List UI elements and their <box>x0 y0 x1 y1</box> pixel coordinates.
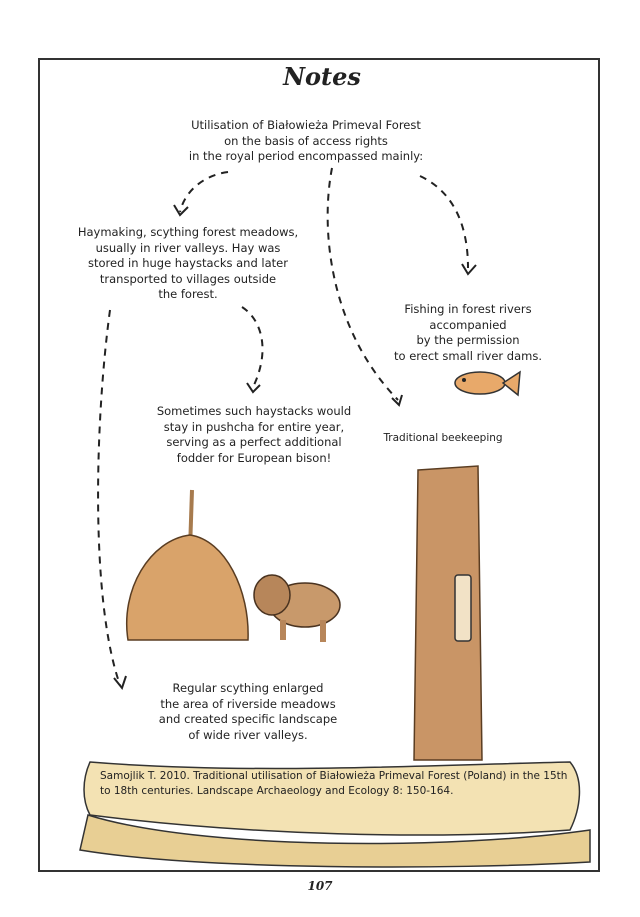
arrow-to-beekeeping <box>326 167 399 401</box>
haymaking-line: stored in huge haystacks and later <box>88 256 288 270</box>
haystacks-line: serving as a perfect additional <box>166 435 342 449</box>
haystacks-line: stay in pushcha for entire year, <box>163 419 345 434</box>
arrow-to-haymaking <box>179 171 229 213</box>
haymaking-line: transported to villages outside <box>99 271 277 286</box>
citation: Samojlik T. 2010. Traditional utilisatio… <box>100 770 568 797</box>
haymaking-text: Haymaking, scything forest meadows, usua… <box>78 225 298 303</box>
haystack-illustration <box>126 489 249 641</box>
beekeeping-label: Traditional beekeeping <box>383 432 503 444</box>
scything-line: and created specific landscape <box>158 712 338 726</box>
intro-text: Utilisation of Białowieża Primeval Fores… <box>189 118 423 165</box>
fishing-text: Fishing in forest rivers accompanied by … <box>394 302 542 364</box>
fishing-line: by the permission <box>416 333 520 347</box>
arrow-to-fishing <box>419 175 469 269</box>
intro-line: on the basis of access rights <box>224 133 388 148</box>
haystacks-text: Sometimes such haystacks would stay in p… <box>157 404 351 466</box>
fishing-line: accompanied <box>429 317 507 332</box>
arrow-to-scything <box>97 309 121 686</box>
intro-line: in the royal period encompassed mainly: <box>188 149 424 163</box>
haymaking-line: usually in river valleys. Hay was <box>95 240 281 255</box>
scything-text: Regular scything enlarged the area of ri… <box>159 681 337 743</box>
fishing-line: Fishing in forest rivers <box>404 302 532 316</box>
scything-line: of wide river valleys. <box>188 727 308 742</box>
page-title: Notes <box>283 62 361 91</box>
haymaking-line: Haymaking, scything forest meadows, <box>77 225 299 239</box>
scything-line: Regular scything enlarged <box>172 681 324 695</box>
scything-line: the area of riverside meadows <box>160 696 336 711</box>
page-number: 107 <box>307 879 333 893</box>
haystacks-line: fodder for European bison! <box>176 450 332 465</box>
page-frame <box>38 58 600 872</box>
bison-illustration <box>253 574 341 642</box>
fishing-line: to erect small river dams. <box>394 348 542 363</box>
haymaking-line: the forest. <box>158 287 218 301</box>
fish-illustration <box>454 370 521 397</box>
haystacks-line: Sometimes such haystacks would <box>156 404 352 418</box>
scroll-illustration <box>79 761 591 868</box>
arrow-to-haystacks <box>241 306 264 386</box>
intro-line: Utilisation of Białowieża Primeval Fores… <box>191 118 421 132</box>
tree-trunk-illustration <box>413 465 483 761</box>
